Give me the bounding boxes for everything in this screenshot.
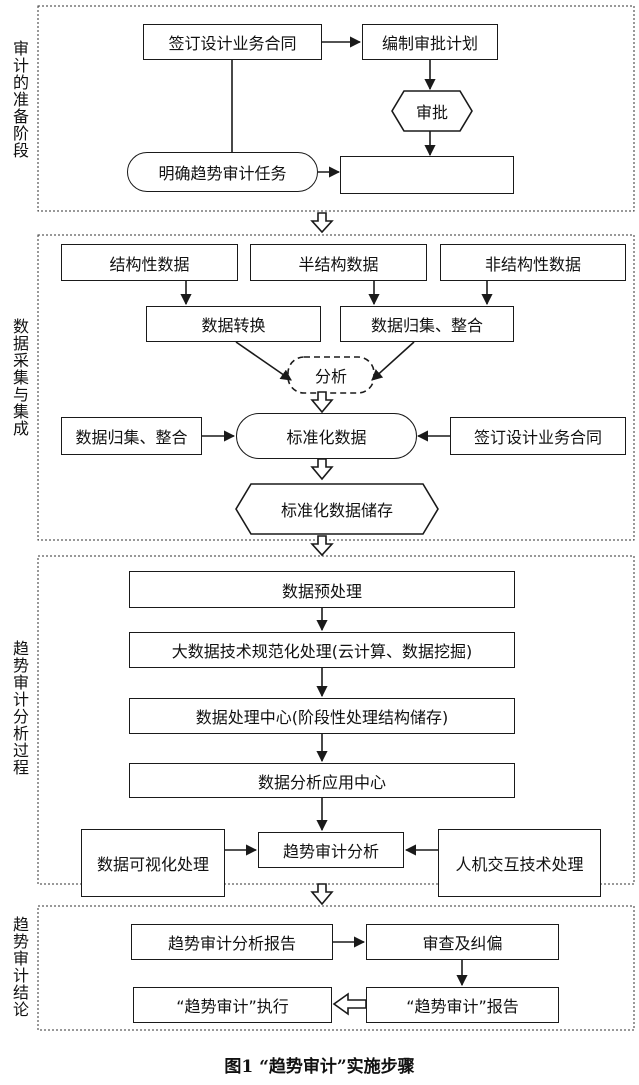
node-trend-report: “趋势审计”报告 bbox=[366, 987, 559, 1023]
node-gather-integrate-top: 数据归集、整合 bbox=[340, 306, 514, 342]
figure-caption: 图1 “趋势审计”实施步骤 bbox=[224, 1057, 415, 1077]
node-trend-exec: “趋势审计”执行 bbox=[133, 987, 332, 1023]
arrow-convert-to-analyze bbox=[235, 341, 292, 381]
block-arrow-collect-to-analysis bbox=[310, 535, 334, 557]
node-hci-processing: 人机交互技术处理 bbox=[438, 829, 601, 897]
section-frame-prep bbox=[37, 5, 635, 212]
node-structured-data: 结构性数据 bbox=[61, 244, 238, 281]
block-arrow-analysis-to-conclusion bbox=[310, 883, 334, 906]
block-arrow-std-to-storage bbox=[310, 458, 334, 481]
node-processing-center: 数据处理中心(阶段性处理结构储存) bbox=[129, 698, 515, 734]
node-preprocess: 数据预处理 bbox=[129, 571, 515, 608]
node-analysis-report: 趋势审计分析报告 bbox=[131, 924, 333, 960]
node-prep-blank bbox=[340, 156, 514, 194]
node-sign-contract: 签订设计业务合同 bbox=[143, 24, 322, 60]
section-label-conclusion: 趋势审计结论 bbox=[10, 916, 29, 1018]
node-compile-plan: 编制审批计划 bbox=[362, 24, 498, 60]
section-label-collect: 数据采集与集成 bbox=[10, 318, 29, 437]
block-arrow-prep-to-collect bbox=[310, 212, 334, 234]
node-std-storage: 标准化数据储存 bbox=[280, 501, 393, 520]
section-label-analysis: 趋势审计分析过程 bbox=[10, 640, 29, 776]
node-unstructured-data: 非结构性数据 bbox=[440, 244, 626, 281]
std-storage-hexagon bbox=[235, 483, 439, 535]
node-trend-audit-analysis: 趋势审计分析 bbox=[258, 832, 404, 868]
node-review-correct: 审查及纠偏 bbox=[366, 924, 559, 960]
node-clarify-task: 明确趋势审计任务 bbox=[127, 152, 318, 192]
node-data-visualization: 数据可视化处理 bbox=[81, 829, 225, 897]
node-data-convert: 数据转换 bbox=[146, 306, 321, 342]
section-label-prep: 审计的准备阶段 bbox=[10, 40, 29, 159]
node-bigdata-normalization: 大数据技术规范化处理(云计算、数据挖掘) bbox=[129, 632, 515, 668]
node-approve: 审批 bbox=[415, 103, 448, 122]
node-analyze: 分析 bbox=[314, 367, 347, 386]
node-standardized-data: 标准化数据 bbox=[236, 413, 417, 459]
arrow-gather-to-analyze bbox=[371, 341, 415, 381]
block-arrow-trendreport-to-exec bbox=[332, 992, 367, 1016]
approve-hexagon bbox=[391, 90, 473, 132]
section-frame-collect bbox=[37, 234, 635, 541]
node-semi-structured-data: 半结构数据 bbox=[250, 244, 427, 281]
node-gather-integrate-left: 数据归集、整合 bbox=[61, 417, 202, 455]
node-sign-contract-right: 签订设计业务合同 bbox=[450, 417, 626, 455]
block-arrow-analyze-to-std bbox=[310, 391, 334, 414]
section-frame-analysis bbox=[37, 555, 635, 885]
section-frame-conclusion bbox=[37, 905, 635, 1031]
node-analysis-app-center: 数据分析应用中心 bbox=[129, 763, 515, 798]
